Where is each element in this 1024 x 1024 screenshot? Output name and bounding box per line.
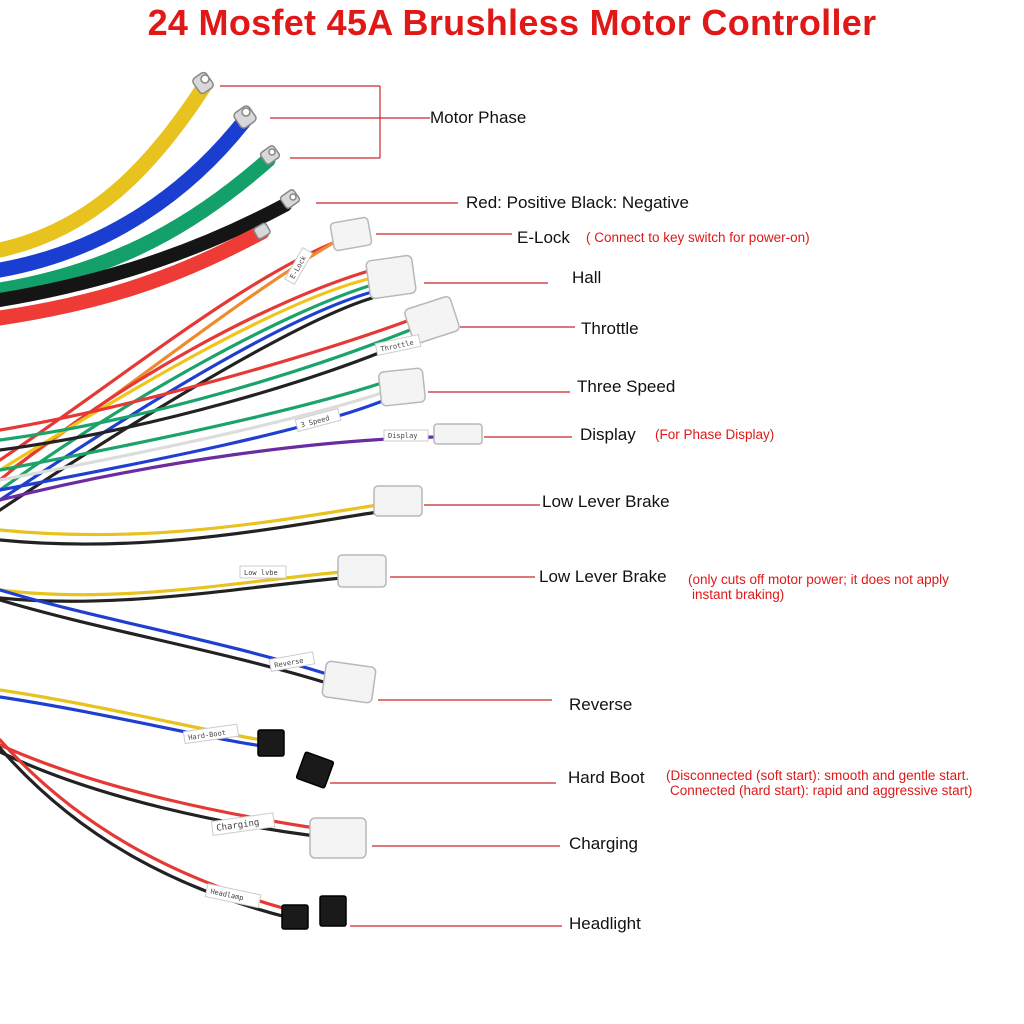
thin-wires (0, 234, 437, 920)
wire-brake2-yellow (0, 570, 344, 597)
label-throttle: Throttle (581, 319, 639, 338)
label-motor-phase: Motor Phase (430, 108, 527, 127)
connector-brake-2 (337, 554, 387, 588)
tag-low-lever-brake: Low lvbe (244, 569, 278, 577)
label-low-lever-brake-2: Low Lever Brake (539, 567, 667, 586)
wire-throttle-red (0, 318, 412, 432)
label-e-lock: E-Lock (517, 228, 570, 247)
power-wire-black (0, 198, 292, 307)
note-e-lock: ( Connect to key switch for power-on) (586, 230, 810, 245)
label-display: Display (580, 425, 636, 444)
note-hard-boot-line-1: (Disconnected (soft start): smooth and g… (666, 768, 970, 783)
connector-e-lock (329, 216, 373, 252)
wire-throttle-black (0, 338, 412, 452)
tag-display: Display (388, 432, 418, 440)
ring-terminals (192, 71, 301, 240)
terminal-yellow (192, 71, 214, 95)
wire-hall-green (0, 283, 374, 492)
wire-hall-black (0, 296, 374, 512)
wire-hardboot-blue (0, 695, 264, 748)
note-display: (For Phase Display) (655, 427, 775, 442)
wire-brake1-black (0, 510, 380, 546)
connector-hard-boot-a (257, 729, 285, 757)
note-low-lever-brake-2: (only cuts off motor power; it does not … (688, 572, 949, 602)
note-low-lever-brake-2-line-2: instant braking) (692, 587, 785, 602)
phase-wire-blue (0, 112, 253, 278)
label-reverse: Reverse (569, 695, 633, 714)
wire-reverse-black (0, 598, 332, 686)
page-title: 24 Mosfet 45A Brushless Motor Controller (147, 2, 877, 43)
connector-reverse (321, 660, 377, 704)
thick-wires (0, 77, 292, 326)
connector-brake-1 (373, 485, 423, 517)
note-hard-boot: (Disconnected (soft start): smooth and g… (666, 768, 972, 798)
wire-throttle-green (0, 328, 412, 442)
connector-headlight-b (319, 895, 347, 927)
wire-brake2-black (0, 576, 344, 603)
connector-hard-boot-b (295, 751, 335, 789)
wire-speed-white (0, 390, 387, 482)
connector-headlight-a (281, 904, 309, 930)
label-low-lever-brake-1: Low Lever Brake (542, 492, 670, 511)
connectors (257, 216, 483, 930)
phase-wire-yellow (0, 77, 213, 258)
wire-charging-red (0, 743, 317, 830)
terminal-red (253, 222, 271, 240)
connector-three-speed (378, 367, 426, 407)
label-hard-boot: Hard Boot (568, 768, 645, 787)
wire-hall-blue (0, 290, 374, 502)
wire-speed-blue (0, 398, 387, 492)
wire-charging-black (0, 750, 317, 838)
label-headlight: Headlight (569, 914, 641, 933)
connector-hall (365, 254, 417, 300)
wire-speed-green (0, 380, 387, 472)
terminal-black (279, 189, 301, 209)
label-hall: Hall (572, 268, 602, 287)
note-hard-boot-line-2: Connected (hard start): rapid and aggres… (670, 783, 973, 798)
phase-wire-green (0, 152, 276, 298)
wire-brake1-yellow (0, 503, 380, 537)
cable-tags: E-Lock Throttle 3 Speed Display Low lvbe… (182, 246, 429, 909)
power-wire-red (0, 224, 270, 326)
leader-lines (220, 85, 575, 927)
wire-hall-yellow (0, 276, 374, 472)
label-charging: Charging (569, 834, 638, 853)
connector-charging (309, 817, 367, 859)
label-three-speed: Three Speed (577, 377, 676, 396)
label-power: Red: Positive Black: Negative (466, 193, 689, 212)
note-low-lever-brake-2-line-1: (only cuts off motor power; it does not … (688, 572, 949, 587)
terminal-blue (233, 105, 257, 129)
terminal-green (259, 145, 281, 165)
connector-display (433, 423, 483, 445)
connector-throttle (404, 296, 460, 344)
